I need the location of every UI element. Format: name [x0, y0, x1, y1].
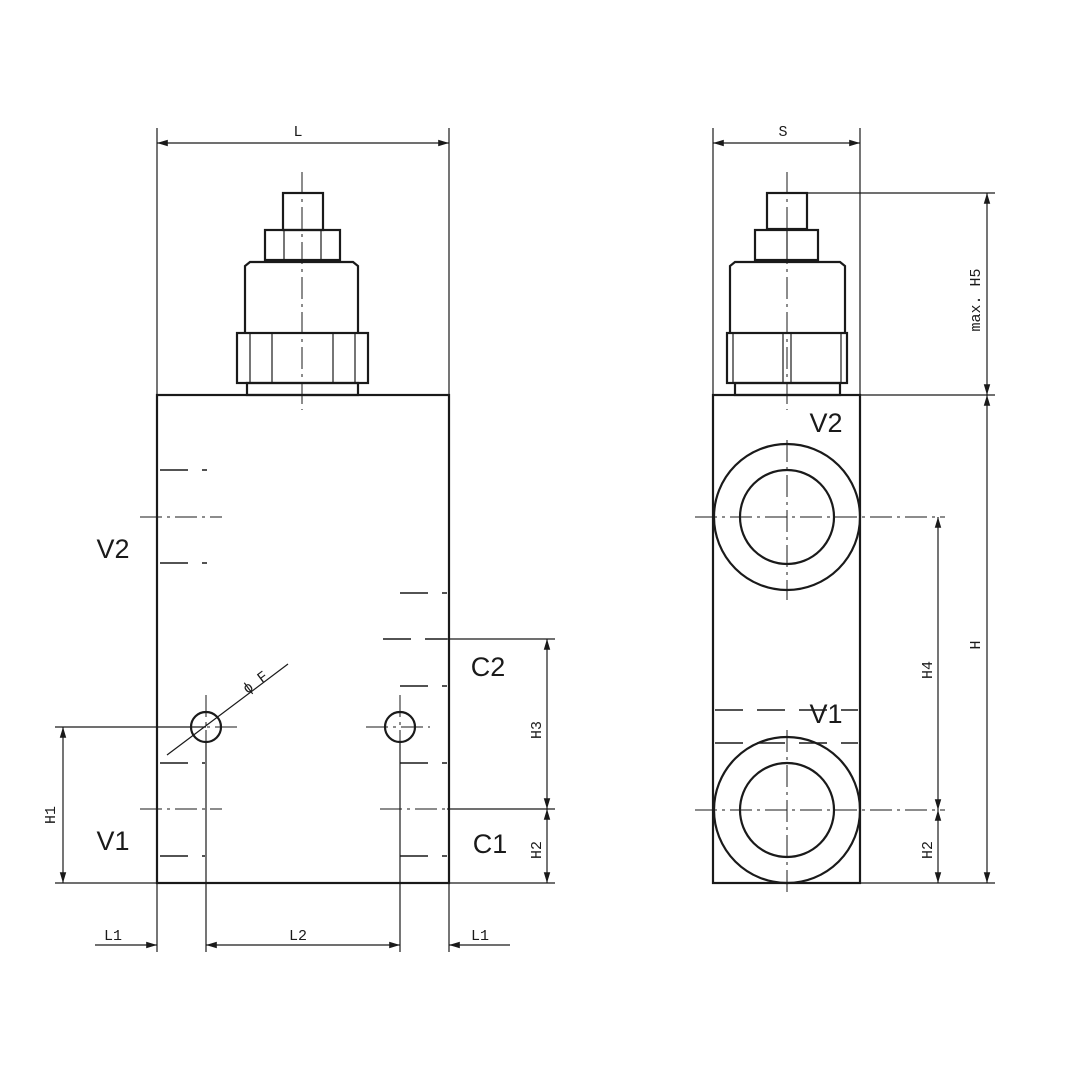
- dimension-l1-right-label: L1: [471, 928, 489, 945]
- dimension-h5-label: max. H5: [968, 268, 985, 331]
- front-view: L V2 V1 C2 C1 ϕ F H1 H3 H2 L1 L2: [43, 124, 555, 952]
- port-c1-label: C1: [473, 829, 508, 859]
- dimension-h-label: H: [968, 640, 985, 649]
- port-c2-label: C2: [471, 652, 506, 682]
- dimension-h2-label: H2: [529, 841, 546, 859]
- side-port-v1-label: V1: [809, 699, 842, 729]
- cartridge-side: [725, 172, 849, 410]
- dimension-l1-left-label: L1: [104, 928, 122, 945]
- dimension-l-label: L: [293, 124, 302, 141]
- dimension-phi-f-label: ϕ F: [240, 668, 272, 698]
- side-dimension-h2-label: H2: [920, 841, 937, 859]
- dimension-h1-label: H1: [43, 806, 60, 824]
- dimension-h3-label: H3: [529, 721, 546, 739]
- dimension-h4-label: H4: [920, 661, 937, 679]
- dimension-l2-label: L2: [289, 928, 307, 945]
- port-v1-label: V1: [96, 826, 129, 856]
- side-port-v2-label: V2: [809, 408, 842, 438]
- dimension-phi-f: [166, 663, 289, 756]
- cartridge-front: [235, 172, 370, 410]
- side-view: S max. H5 V2 V1 H4 H2 H: [695, 124, 995, 893]
- port-v2-label: V2: [96, 534, 129, 564]
- dimension-s-label: S: [778, 124, 787, 141]
